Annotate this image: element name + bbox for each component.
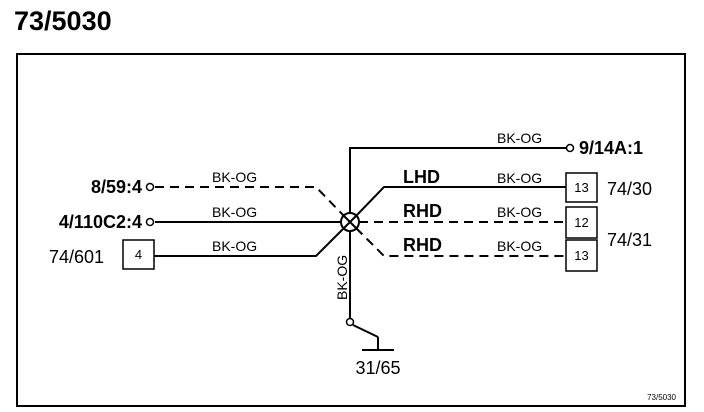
footer-reference: 73/5030 — [647, 393, 676, 402]
pin-74-601: 4 — [135, 247, 142, 262]
connector-box-74-31-pin-a — [565, 206, 598, 239]
wire-to-9-14a-1 — [349, 147, 566, 213]
label-rhd-2: RHD — [403, 235, 442, 255]
label-74-30: 74/30 — [607, 179, 652, 199]
label-4-110c2-4: 4/110C2:4 — [59, 212, 142, 232]
wire-color-74-601: BK-OG — [212, 238, 257, 254]
wire-74-601 — [154, 227, 345, 257]
wire-color-8-59-4: BK-OG — [212, 169, 257, 185]
wire-lhd — [355, 186, 566, 217]
terminal-8-59-4 — [145, 182, 155, 192]
wire-color-lhd: BK-OG — [497, 170, 542, 186]
wire-color-rhd-2: BK-OG — [497, 238, 542, 254]
ground-symbol — [352, 324, 394, 351]
wire-color-4-110c2-4: BK-OG — [212, 204, 257, 220]
connector-box-74-31-pin-b — [565, 239, 598, 272]
label-ground-31-65: 31/65 — [355, 358, 400, 378]
wire-8-59-4 — [155, 186, 345, 217]
label-74-601: 74/601 — [49, 247, 104, 267]
terminal-ground — [345, 317, 355, 327]
pin-74-31-b: 13 — [574, 248, 588, 263]
wire-color-rhd-1: BK-OG — [497, 204, 542, 220]
diagram-frame — [16, 53, 686, 407]
diagram-title: 73/5030 — [14, 6, 112, 36]
pin-74-30: 13 — [574, 180, 588, 195]
wire-color-ground: BK-OG — [334, 255, 350, 300]
label-9-14a-1: 9/14A:1 — [579, 138, 643, 158]
label-74-31: 74/31 — [607, 230, 652, 250]
connector-box-74-30 — [565, 172, 598, 203]
connector-box-74-601 — [122, 239, 155, 270]
label-lhd: LHD — [403, 167, 440, 187]
label-8-59-4: 8/59:4 — [91, 177, 142, 197]
pin-74-31-a: 12 — [574, 215, 588, 230]
terminal-9-14a-1 — [565, 143, 575, 153]
wire-color-top: BK-OG — [497, 130, 542, 146]
terminal-4-110c2-4 — [145, 217, 155, 227]
label-rhd-1: RHD — [403, 201, 442, 221]
